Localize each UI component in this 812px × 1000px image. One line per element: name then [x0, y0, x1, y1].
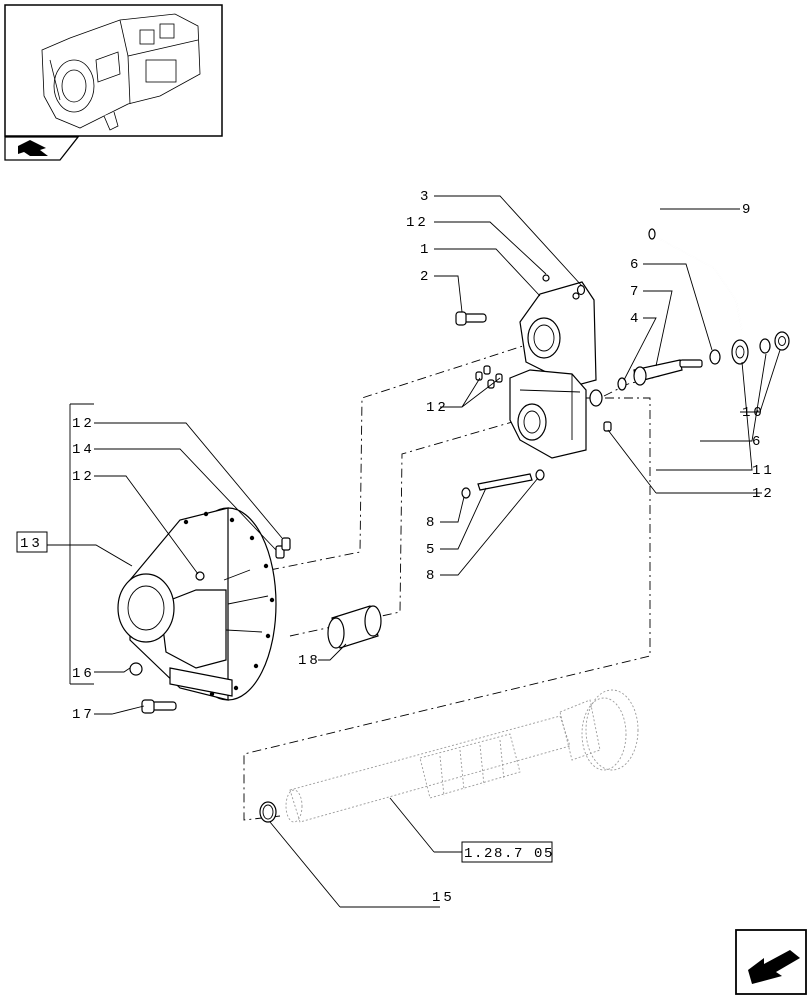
callout-13: 13	[20, 536, 43, 552]
callout-12: 12	[72, 469, 95, 485]
callout-1: 1	[420, 242, 431, 258]
callout-13-box[interactable]: 13	[16, 531, 48, 553]
callout-5: 5	[426, 542, 437, 558]
callout-17: 17	[72, 707, 95, 723]
callout-6: 6	[752, 434, 763, 450]
housing-assembly[interactable]	[117, 507, 277, 701]
leader-lines	[47, 195, 781, 908]
transmission-housing-thumbnail-icon	[41, 13, 201, 131]
callout-12: 12	[406, 215, 429, 231]
dowel-pin[interactable]	[475, 365, 503, 389]
oil-pipe[interactable]	[648, 228, 749, 365]
callout-12: 12	[72, 416, 95, 432]
bolt[interactable]	[141, 699, 177, 714]
o-ring[interactable]	[535, 469, 545, 481]
o-ring[interactable]	[461, 487, 471, 499]
washer[interactable]	[617, 377, 627, 391]
callout-12: 12	[426, 400, 449, 416]
washer[interactable]	[709, 349, 721, 365]
valve[interactable]	[633, 359, 703, 386]
next-page-arrow-icon	[748, 950, 800, 984]
cover[interactable]	[519, 281, 597, 387]
callout-12: 12	[752, 486, 775, 502]
banjo-bolt[interactable]	[774, 331, 790, 351]
dowel-pin[interactable]	[275, 537, 291, 559]
snap-ring[interactable]	[259, 801, 277, 823]
callout-4: 4	[630, 311, 641, 327]
pump-body[interactable]	[509, 369, 603, 459]
callout-18: 18	[298, 653, 321, 669]
plug[interactable]	[129, 662, 143, 676]
o-ring[interactable]	[576, 284, 586, 296]
washer[interactable]	[759, 338, 771, 354]
dowel-pin[interactable]	[603, 421, 612, 432]
bushing[interactable]	[327, 605, 382, 649]
callout-10: 10	[742, 405, 765, 421]
callout-15: 15	[432, 890, 455, 906]
assembly-guide-lines	[243, 333, 661, 821]
callout-8: 8	[426, 515, 437, 531]
screw[interactable]	[455, 311, 487, 326]
callout-8: 8	[426, 568, 437, 584]
callout-11: 11	[752, 463, 775, 479]
callout-2: 2	[420, 269, 431, 285]
callout-16: 16	[72, 666, 95, 682]
callout-6: 6	[630, 257, 641, 273]
bookmark-arrow-icon	[18, 140, 48, 156]
callout-3: 3	[420, 189, 431, 205]
callout-9: 9	[742, 202, 753, 218]
pin[interactable]	[477, 473, 533, 491]
thumbnail-frame[interactable]	[4, 4, 223, 137]
callout-7: 7	[630, 284, 641, 300]
callout-labels: 3 12 1 2 12 9 6 7 4 10 6 11 12 8 5 8 12 …	[72, 189, 775, 906]
drive-shaft-ghost	[285, 689, 639, 823]
reference-box[interactable]: 1.28.7 05	[461, 841, 554, 863]
thumb-tab[interactable]	[4, 136, 80, 161]
next-page-button[interactable]	[735, 929, 807, 995]
dowel-pin[interactable]	[542, 274, 550, 282]
callout-14: 14	[72, 442, 95, 458]
reference-link: 1.28.7 05	[464, 846, 554, 862]
